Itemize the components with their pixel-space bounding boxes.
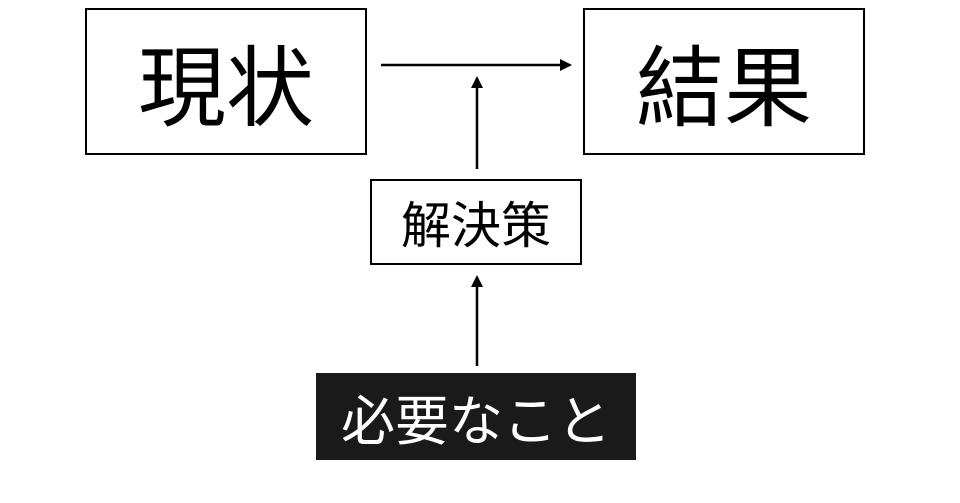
result-node: 結果 xyxy=(583,8,865,155)
needed-things-node: 必要なこと xyxy=(316,373,636,460)
solution-label: 解決策 xyxy=(401,197,551,255)
current-state-label: 現状 xyxy=(137,37,314,140)
current-state-node: 現状 xyxy=(85,8,367,155)
solution-node: 解決策 xyxy=(370,179,582,265)
result-label: 結果 xyxy=(635,37,812,140)
needed-things-label: 必要なこと xyxy=(341,390,611,453)
